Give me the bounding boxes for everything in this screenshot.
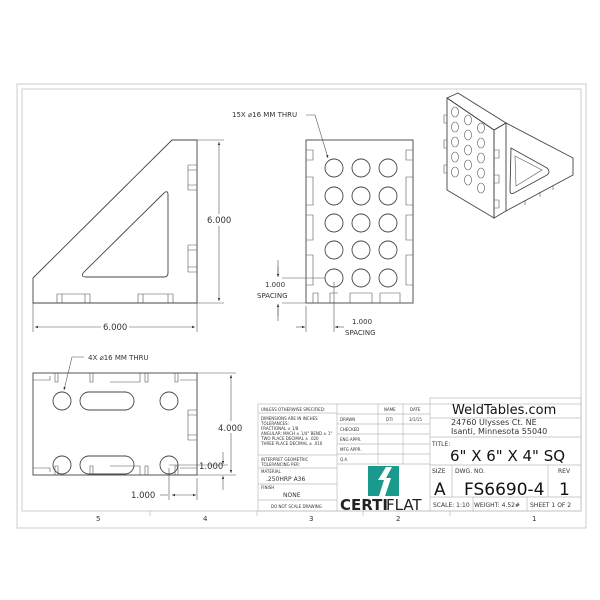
company-name: WeldTables.com — [452, 403, 556, 418]
bottom-view: 4X ⌀16 MM THRU 4.000 1.000 1.000 — [32, 354, 245, 501]
row-label: MFG APPR. — [340, 447, 362, 452]
row-label: DRAWN — [340, 417, 355, 422]
tolerance-line: THREE PLACE DECIMAL ± .010 — [260, 441, 323, 446]
row-label: CHECKED — [340, 427, 359, 432]
front-vspacing-label: SPACING — [257, 292, 288, 300]
unless-specified: UNLESS OTHERWISE SPECIFIED: — [261, 407, 325, 412]
iso-hole — [451, 151, 459, 163]
iso-hole — [451, 136, 459, 148]
size-label: SIZE — [432, 468, 446, 475]
weight: WEIGHT: 4.52# — [474, 502, 520, 509]
do-not-scale-note: DO NOT SCALE DRAWING — [271, 504, 322, 509]
iso-hole — [477, 122, 485, 134]
title-label: TITLE: — [431, 441, 450, 448]
through-hole — [351, 186, 371, 206]
through-hole — [351, 158, 371, 178]
bottom-horizontal-offset: 1.000 — [131, 491, 155, 501]
zone-1: 1 — [532, 515, 536, 523]
interpret-label: TOLERANCING PER: — [260, 462, 300, 467]
size-value: A — [434, 480, 446, 500]
dwg-no-value: FS6690-4 — [464, 480, 544, 500]
zone-5: 5 — [96, 515, 100, 523]
iso-hole — [451, 166, 459, 178]
iso-hole — [464, 174, 472, 186]
through-hole — [378, 158, 398, 178]
name-header: NAME — [384, 407, 396, 412]
side-width-dimension: 6.000 — [103, 323, 127, 333]
logo-text-bold: CERTI — [340, 496, 388, 514]
iso-hole — [464, 159, 472, 171]
hole-pattern-15x — [324, 158, 398, 288]
logo-text-light: FLAT — [386, 496, 422, 514]
tolerance-line: DIMENSIONS ARE IN INCHES — [261, 416, 318, 421]
iso-hole — [477, 182, 485, 194]
outer-border — [16, 83, 587, 529]
front-hspacing-value: 1.000 — [352, 318, 372, 326]
through-hole — [324, 213, 344, 233]
front-view: 15X ⌀16 MM THRU 1.000 SPACING 1.000 SPAC… — [232, 111, 414, 337]
isometric-view — [443, 92, 574, 219]
through-hole — [351, 213, 371, 233]
front-vspacing-value: 1.000 — [265, 281, 285, 289]
through-hole — [378, 268, 398, 288]
tolerance-line: FRACTIONAL ± 1/8 — [261, 426, 299, 431]
iso-hole — [477, 152, 485, 164]
iso-hole — [477, 137, 485, 149]
through-hole — [378, 186, 398, 206]
bottom-vertical-offset: 1.000 — [199, 462, 223, 472]
rev-value: 1 — [559, 480, 570, 500]
through-hole — [324, 240, 344, 260]
iso-hole — [464, 129, 472, 141]
through-hole — [324, 186, 344, 206]
iso-hole — [451, 121, 459, 133]
interpret-label: INTERPRET GEOMETRIC — [261, 457, 309, 462]
bottom-hole-callout: 4X ⌀16 MM THRU — [88, 354, 149, 362]
approval-rows: DRAWN DTI 3/1/15 CHECKED ENG APPR. MFG A… — [340, 417, 422, 462]
iso-hole — [464, 144, 472, 156]
through-hole — [324, 158, 344, 178]
through-hole — [351, 268, 371, 288]
tolerance-line: TOLERANCES: — [260, 421, 289, 426]
address-line-1: 24760 Ulysses Ct. NE — [451, 418, 537, 427]
dwg-no-label: DWG. NO. — [455, 468, 485, 475]
date-header: DATE — [410, 407, 421, 412]
finish-value: NONE — [283, 492, 301, 499]
front-hspacing-label: SPACING — [345, 329, 376, 337]
row-label: ENG APPR. — [340, 437, 361, 442]
bottom-height-dimension: 4.000 — [218, 424, 242, 434]
zone-2: 2 — [396, 515, 400, 523]
scale: SCALE: 1:10 — [433, 502, 470, 509]
front-hole-callout: 15X ⌀16 MM THRU — [232, 111, 297, 119]
rev-label: REV — [558, 468, 571, 475]
through-hole — [378, 240, 398, 260]
row-label: Q.A. — [340, 457, 348, 462]
address-line-2: Isanti, Minnesota 55040 — [451, 427, 547, 436]
side-view: 6.000 6.000 — [32, 139, 232, 333]
row-name: DTI — [386, 417, 393, 422]
title-block: UNLESS OTHERWISE SPECIFIED: DIMENSIONS A… — [257, 397, 582, 514]
zone-4: 4 — [203, 515, 208, 523]
drawing-title: 6" X 6" X 4" SQ — [450, 447, 565, 465]
through-hole — [351, 240, 371, 260]
side-height-dimension: 6.000 — [207, 216, 231, 226]
row-date: 3/1/15 — [409, 417, 422, 422]
through-hole — [378, 213, 398, 233]
finish-label: FINISH — [261, 485, 274, 490]
isometric-hole-pattern — [451, 106, 485, 194]
material-label: MATERIAL — [261, 469, 282, 474]
tolerance-line: TWO PLACE DECIMAL ± .020 — [260, 436, 319, 441]
certiflat-logo: CERTI FLAT — [340, 466, 422, 514]
tolerance-line: ANGULAR: MACH ± 1/4° BEND ± 1° — [261, 431, 332, 436]
material-value: .250HRP A36 — [266, 476, 305, 483]
sheet-number: SHEET 1 OF 2 — [530, 502, 571, 509]
iso-hole — [477, 167, 485, 179]
zone-labels: 5 4 3 2 1 — [96, 511, 536, 523]
zone-3: 3 — [309, 515, 313, 523]
iso-hole — [464, 114, 472, 126]
iso-hole — [451, 106, 459, 118]
